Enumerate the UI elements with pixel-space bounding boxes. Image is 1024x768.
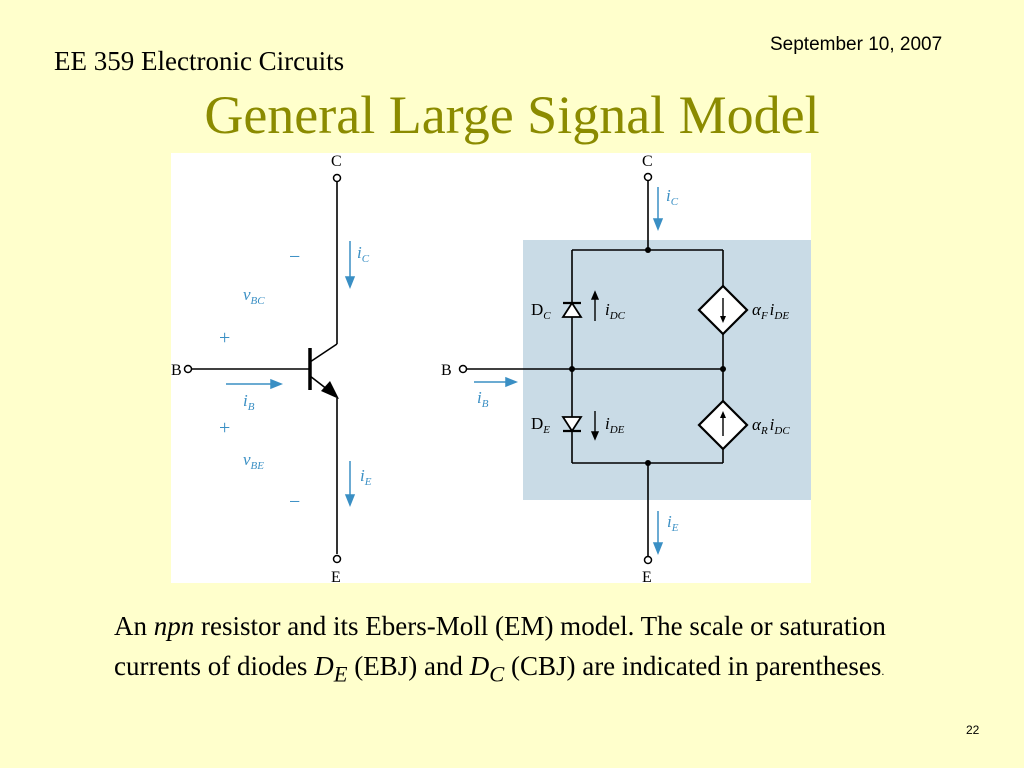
- idc-label: iDC: [605, 300, 626, 322]
- left-label-b: B: [171, 362, 182, 379]
- vbe-plus-sign: +: [219, 417, 230, 439]
- page-number: 22: [966, 723, 980, 737]
- right-ic-label: iC: [666, 186, 679, 208]
- left-vbe-label: vBE: [243, 450, 264, 472]
- right-label-e: E: [642, 569, 652, 583]
- right-label-b: B: [441, 362, 452, 379]
- circuit-figure: C B E iC iB iE vBC vBE − + + −: [171, 153, 811, 583]
- em-emitter-terminal: [643, 555, 653, 565]
- right-ie-label: iE: [667, 512, 679, 534]
- slide-title: General Large Signal Model: [204, 85, 820, 145]
- em-base-terminal: [458, 364, 468, 374]
- right-ib-label: iB: [477, 388, 489, 410]
- em-model-nodes: [569, 247, 726, 466]
- left-ic-arrow-icon: [344, 276, 356, 290]
- collector-terminal: [332, 173, 342, 183]
- em-model-shade: [523, 240, 811, 500]
- source-reverse-icon: [697, 399, 749, 451]
- right-label-c: C: [642, 153, 653, 170]
- vbc-plus-sign: +: [219, 327, 230, 349]
- right-ib-arrow-icon: [505, 376, 519, 388]
- diode-dc-label: DC: [531, 300, 551, 322]
- diode-de-label: DE: [531, 414, 550, 436]
- left-label-e: E: [331, 569, 341, 583]
- right-ie-arrow-icon: [652, 542, 664, 556]
- source-forward-icon: [697, 284, 749, 336]
- left-label-c: C: [331, 153, 342, 170]
- diode-dc-icon: [561, 301, 583, 318]
- left-ie-label: iE: [360, 466, 372, 488]
- circuit-diagram: C B E iC iB iE vBC vBE − + + −: [171, 153, 811, 583]
- diode-de-icon: [561, 416, 583, 433]
- em-collector-terminal: [643, 172, 653, 182]
- npn-transistor-symbol: [192, 182, 338, 554]
- emitter-terminal: [332, 554, 342, 564]
- base-terminal: [183, 364, 193, 374]
- course-title: EE 359 Electronic Circuits: [54, 46, 345, 76]
- collector-lead: [309, 343, 338, 363]
- vbc-minus-sign: −: [289, 246, 300, 268]
- ide-arrow-icon: [590, 431, 600, 441]
- ide-label: iDE: [605, 414, 625, 436]
- left-vbc-label: vBC: [243, 285, 265, 307]
- emitter-arrow-icon: [321, 381, 339, 399]
- vbe-minus-sign: −: [289, 491, 300, 513]
- figure-caption: An npn resistor and its Ebers-Moll (EM) …: [114, 611, 886, 687]
- left-ie-arrow-icon: [344, 494, 356, 508]
- left-ib-arrow-icon: [270, 378, 284, 390]
- right-ic-arrow-icon: [652, 218, 664, 232]
- left-ic-label: iC: [357, 243, 370, 265]
- slide-date: September 10, 2007: [770, 34, 943, 55]
- left-ib-label: iB: [243, 391, 255, 413]
- idc-arrow-icon: [590, 290, 600, 300]
